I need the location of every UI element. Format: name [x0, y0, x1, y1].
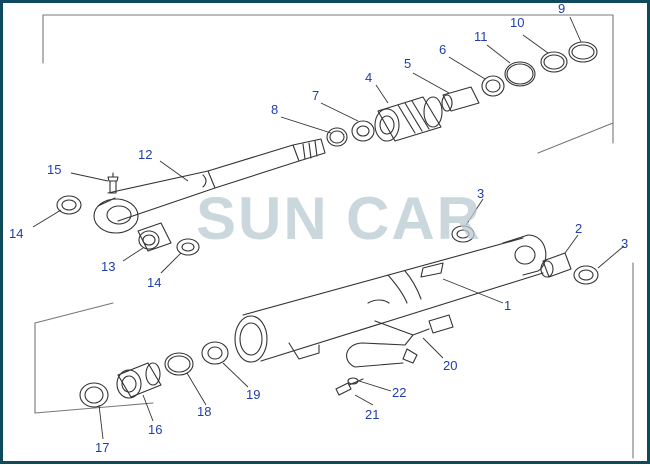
grease-fitting-15: [107, 172, 119, 194]
dust-seal-14-upper: [56, 195, 82, 215]
callout-3-right: 3: [621, 236, 628, 251]
callout-11: 11: [474, 29, 488, 44]
section-divider: [537, 122, 614, 154]
callout-labels: 1 2 3 3 4 5 6 7 8 9 10 11 12 13 14 14 15…: [9, 3, 628, 455]
pipe-20: [346, 299, 454, 368]
callout-21: 21: [365, 407, 379, 422]
callout-7: 7: [312, 88, 319, 103]
dust-seal-3-right: [573, 265, 599, 285]
ring-6-inner: [485, 79, 501, 93]
bushing-2: [540, 252, 572, 278]
exploded-parts-diagram: SUN CAR 1 2 3 3 4 5 6 7 8 9 10 11 12 13 …: [9, 3, 634, 459]
ring-19: [201, 341, 229, 365]
ring-11-inner: [506, 63, 534, 85]
watermark-text-left: SUN: [196, 185, 329, 252]
ring-7: [351, 120, 375, 142]
ring-9-inner: [571, 44, 595, 60]
callout-1: 1: [504, 298, 511, 313]
callout-17: 17: [95, 440, 109, 455]
page-border-lower: [34, 322, 154, 414]
watermark: SUN CAR: [196, 185, 482, 252]
ring-10: [540, 51, 568, 73]
ring-19-inner: [207, 346, 223, 360]
piston-rod-12: [93, 138, 326, 234]
ring-11: [504, 61, 536, 87]
callout-12: 12: [138, 147, 152, 162]
callout-19: 19: [246, 387, 260, 402]
ring-7-inner: [356, 125, 370, 137]
callout-5: 5: [404, 56, 411, 71]
section-divider-left: [34, 302, 114, 324]
callout-16: 16: [148, 422, 162, 437]
callout-15: 15: [47, 162, 61, 177]
callout-20: 20: [443, 358, 457, 373]
dust-seal-3-upper: [451, 225, 475, 243]
ring-8-inner: [329, 130, 345, 144]
ring-9: [568, 41, 598, 63]
callout-22: 22: [392, 385, 406, 400]
leader-lines: [32, 16, 625, 440]
callout-9: 9: [558, 3, 565, 16]
callout-2: 2: [575, 221, 582, 236]
watermark-text-right: CAR: [346, 185, 482, 252]
ring-10-inner: [543, 54, 565, 70]
ring-6: [481, 75, 505, 97]
bushing-5: [441, 86, 480, 112]
callout-8: 8: [271, 102, 278, 117]
bushing-13: [137, 222, 172, 252]
callout-14-lower: 14: [147, 275, 161, 290]
callout-3-upper: 3: [477, 186, 484, 201]
callout-4: 4: [365, 70, 372, 85]
ring-8: [326, 127, 348, 147]
piston-4: [374, 96, 443, 142]
callout-14-upper: 14: [9, 226, 23, 241]
ring-18-inner: [167, 355, 191, 373]
page-border-top: [42, 14, 614, 144]
dust-seal-14-lower: [176, 238, 200, 256]
callout-13: 13: [101, 259, 115, 274]
callout-6: 6: [439, 42, 446, 57]
callout-18: 18: [197, 404, 211, 419]
cylinder-tube-1: [234, 234, 547, 363]
head-16: [116, 362, 162, 399]
washer-22: [347, 377, 359, 385]
callout-10: 10: [510, 15, 524, 30]
ring-18: [164, 352, 194, 376]
ring-17: [79, 382, 109, 408]
ring-17-inner: [84, 386, 104, 404]
